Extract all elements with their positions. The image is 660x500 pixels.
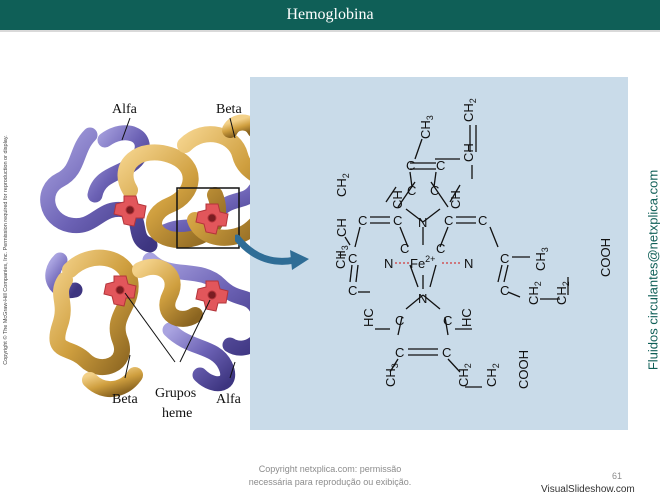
footer-line-1: Copyright netxplica.com: permissão [258, 464, 402, 474]
heme-structure-panel [250, 77, 628, 430]
atom-ch2-bottom-2: CH2 [484, 363, 501, 387]
beta-chain-bottom [49, 249, 203, 397]
atom-c-left-5: C [348, 283, 357, 298]
atom-ch-bridge-tl: CH [390, 190, 405, 209]
atom-c-top-2: C [436, 158, 445, 173]
heme-chemical-structure: Fe2+ N N N N C C C C CH3 CH CH2 CH CH C … [333, 98, 613, 389]
atom-cooh-right: COOH [598, 238, 613, 277]
footer-line-2: necessária para reprodução ou exibição. [248, 477, 412, 487]
side-credit: Fluidos circulantes@netxplica.com [645, 169, 660, 371]
atom-c-left-4: C [400, 241, 409, 256]
label-heme: heme [162, 406, 193, 421]
atom-c-top-3: C [407, 183, 416, 198]
atom-c-top-4: C [430, 183, 439, 198]
heme-group-1 [113, 195, 147, 227]
side-copyright-text: Copyright © The McGraw-Hill Companies, I… [3, 135, 9, 365]
atom-ch2-bottom-1: CH2 [456, 363, 473, 387]
atom-ch3-top: CH3 [418, 115, 435, 139]
atom-c-bottom-4: C [442, 345, 451, 360]
atom-ch3-right: CH3 [533, 247, 550, 271]
label-beta-top: Beta [216, 102, 242, 117]
atom-c-top-1: C [406, 158, 415, 173]
structure-bonds [338, 125, 569, 388]
atom-n-top: N [418, 215, 427, 230]
atom-fe: Fe2+ [410, 254, 435, 271]
atom-c-left-2: C [393, 213, 402, 228]
atom-ch3-bottom: CH3 [383, 363, 400, 387]
zoom-arrow [235, 234, 309, 270]
heme-group-4 [195, 280, 229, 312]
atom-ch-bridge-tr: CH [448, 190, 463, 209]
atom-c-right-2: C [478, 213, 487, 228]
atom-c-left-3: C [348, 251, 357, 266]
atom-ch2-right-2: CH2 [554, 281, 571, 305]
slide-title: Hemoglobina [286, 6, 374, 23]
zoom-box [176, 187, 240, 249]
hemoglobin-illustration [40, 114, 279, 397]
label-grupos: Grupos [155, 386, 197, 401]
atom-c-left-1: C [358, 213, 367, 228]
atom-c-bottom-1: C [395, 313, 404, 328]
atom-ch-vinyl-left: CH [334, 218, 349, 237]
atom-ch2-vinyl-top: CH2 [461, 98, 478, 122]
watermark: VisualSlideshow.com [541, 484, 635, 495]
footer-copyright: Copyright netxplica.com: permissão neces… [245, 463, 415, 489]
page-number: 61 [612, 471, 623, 481]
atom-ch-vinyl-top: CH [461, 143, 476, 162]
heme-group-2 [195, 203, 229, 235]
atom-c-bottom-2: C [443, 313, 452, 328]
structure-atom-labels: Fe2+ N N N N C C C C CH3 CH CH2 CH CH C … [333, 98, 613, 389]
label-beta-bottom: Beta [112, 392, 138, 407]
atom-n-left: N [384, 256, 393, 271]
title-divider [0, 30, 660, 32]
side-copyright: Copyright © The McGraw-Hill Companies, I… [0, 100, 12, 400]
atom-n-right: N [464, 256, 473, 271]
atom-ch3-left: CH3 [333, 245, 350, 269]
atom-c-right-5: C [500, 283, 509, 298]
atom-c-right-3: C [500, 251, 509, 266]
title-bar: Hemoglobina [0, 0, 660, 30]
label-alfa-top: Alfa [112, 102, 137, 117]
label-alfa-bottom: Alfa [216, 392, 241, 407]
atom-hc-bridge-bl: HC [361, 308, 376, 327]
heme-group-3 [103, 275, 137, 307]
atom-c-right-4: C [436, 241, 445, 256]
atom-c-bottom-3: C [395, 345, 404, 360]
atom-hc-bridge-br: HC [459, 308, 474, 327]
atom-c-right-1: C [444, 213, 453, 228]
atom-cooh-bottom: COOH [516, 350, 531, 389]
atom-ch2-right-1: CH2 [526, 281, 543, 305]
atom-ch2-vinyl-left: CH2 [334, 173, 351, 197]
atom-n-bottom: N [418, 291, 427, 306]
leader-lines [121, 117, 236, 379]
